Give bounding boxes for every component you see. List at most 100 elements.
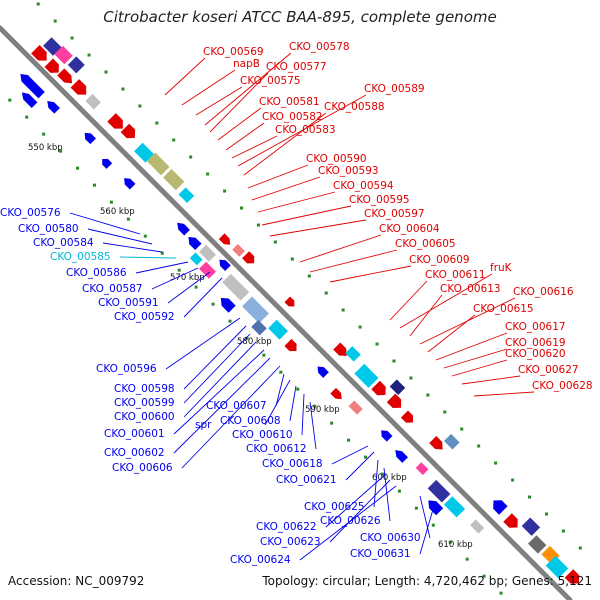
gene-feature — [470, 519, 485, 534]
leader-line — [181, 365, 281, 469]
gene-label-reverse: CKO_00606 — [112, 462, 173, 474]
gene-feature — [400, 410, 414, 423]
gene-label-reverse: CKO_00610 — [232, 429, 293, 441]
leader-line — [69, 212, 141, 235]
gene-shape — [54, 45, 73, 65]
gene-feature — [47, 100, 60, 114]
gene-feature — [21, 92, 38, 108]
gene-shape — [400, 410, 414, 423]
gene-label-forward: CKO_00620 — [505, 348, 566, 360]
gene-feature — [444, 433, 460, 450]
leader-line — [183, 333, 251, 404]
gene-feature — [54, 45, 73, 65]
leader-line — [119, 256, 177, 259]
gene-label-forward: CKO_00594 — [333, 180, 394, 192]
gene-shape — [44, 58, 59, 73]
gene-shape — [348, 400, 363, 415]
gene-feature — [333, 342, 347, 356]
leader-line — [461, 375, 521, 385]
gene-label-reverse: CKO_00624 — [230, 554, 291, 566]
gene-feature — [415, 462, 429, 475]
accession-text: Accession: NC_009792 — [8, 574, 145, 588]
tick-mark — [392, 359, 396, 363]
gene-label-forward: CKO_00593 — [318, 165, 379, 177]
tick-mark — [256, 223, 260, 227]
gene-shape — [503, 513, 518, 528]
leader-line — [173, 349, 265, 435]
gene-shape — [67, 56, 85, 74]
gene-shape — [444, 433, 460, 450]
gene-label-reverse: CKO_00576 — [0, 207, 61, 219]
gene-label-forward: napB — [233, 58, 260, 70]
gene-label-reverse: CKO_00623 — [260, 536, 321, 548]
gene-label-forward: CKO_00569 — [203, 46, 264, 58]
leader-line — [183, 325, 247, 390]
leader-line — [247, 164, 309, 189]
tick-mark — [358, 325, 362, 329]
gene-shape — [20, 73, 45, 99]
gene-feature — [44, 58, 59, 73]
gene-feature — [429, 436, 443, 450]
leader-line — [269, 219, 367, 237]
gene-shape — [429, 436, 443, 450]
gene-shape — [428, 500, 444, 516]
leader-line — [299, 234, 382, 263]
gene-label-reverse: CKO_00599 — [114, 397, 175, 409]
gene-feature — [428, 500, 444, 516]
tick-mark — [223, 189, 227, 193]
gene-shape — [120, 123, 136, 139]
gene-feature — [102, 158, 113, 169]
tick-mark — [177, 268, 181, 272]
gene-label-forward: CKO_00619 — [505, 337, 566, 349]
tick-mark — [443, 410, 447, 414]
map-title: Citrobacter koseri ATCC BAA-895, complet… — [103, 8, 497, 26]
gene-feature — [67, 56, 85, 74]
gene-shape — [371, 380, 386, 396]
gene-label-forward: CKO_00595 — [349, 194, 410, 206]
leader-line — [165, 317, 241, 370]
leader-line — [181, 69, 236, 106]
tick-mark — [273, 240, 277, 244]
gene-shape — [177, 222, 190, 236]
leader-line — [373, 459, 379, 508]
kbp-tick-label: 610 kbp — [438, 540, 473, 550]
leader-line — [173, 357, 271, 454]
tick-mark — [262, 353, 266, 357]
gene-feature — [330, 387, 342, 400]
gene-label-forward: CKO_00627 — [518, 364, 579, 376]
tick-mark — [313, 404, 317, 408]
gene-feature — [317, 366, 329, 378]
gene-shape — [564, 569, 580, 584]
tick-mark — [279, 370, 283, 374]
tick-mark — [499, 591, 503, 595]
gene-shape — [284, 296, 295, 307]
gene-shape — [85, 93, 101, 110]
kbp-tick-label: 590 kbp — [305, 405, 340, 415]
gene-label-reverse: CKO_00602 — [104, 447, 165, 459]
gene-label-forward: CKO_00590 — [306, 153, 367, 165]
gene-shape — [146, 152, 170, 176]
leader-line — [164, 57, 206, 96]
gene-shape — [222, 273, 250, 301]
gene-feature — [528, 535, 547, 554]
leader-line — [419, 505, 435, 555]
gene-feature — [199, 244, 216, 262]
gene-feature — [427, 479, 451, 503]
tick-mark — [143, 234, 147, 238]
gene-shape — [189, 252, 203, 266]
leader-line — [329, 479, 391, 543]
gene-feature — [124, 178, 136, 190]
tick-mark — [426, 393, 430, 397]
leader-line — [435, 332, 508, 361]
leader-line — [331, 445, 369, 465]
gene-label-reverse: CKO_00607 — [206, 400, 267, 412]
kbp-tick-label: 600 kbp — [372, 473, 407, 483]
leader-line — [299, 485, 397, 561]
gene-shape — [242, 251, 255, 264]
tick-mark — [172, 138, 176, 142]
gene-label-reverse: CKO_00591 — [98, 297, 159, 309]
leader-line — [251, 176, 321, 201]
gene-label-reverse: spr — [195, 419, 212, 431]
leader-line — [399, 273, 493, 329]
